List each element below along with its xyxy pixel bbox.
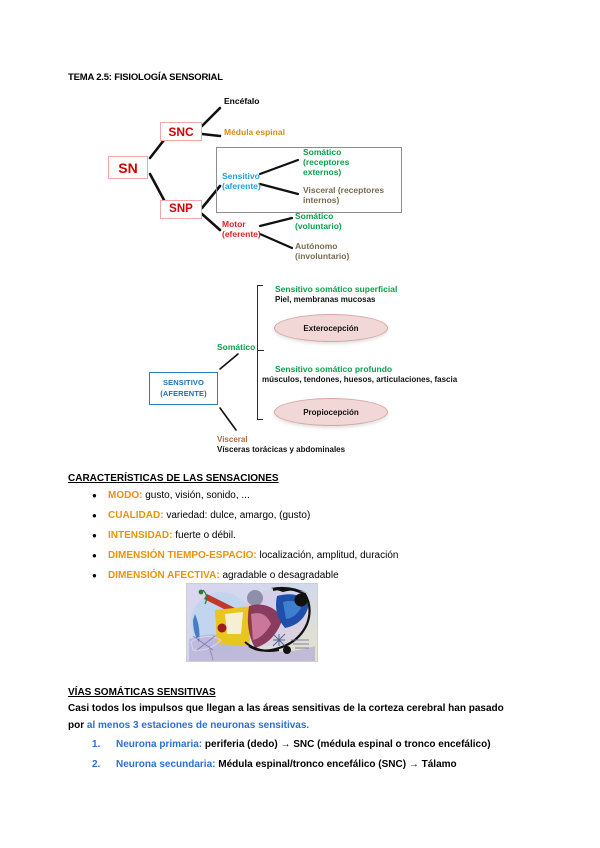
item-desc: gusto, visión, sonido, ... (142, 490, 250, 501)
item-desc: fuerte o débil. (172, 530, 236, 541)
node-snc: SNC (160, 122, 202, 141)
label-encefalo: Encéfalo (224, 96, 260, 106)
label-piel-membranas-mucosas: Piel, membranas mucosas (275, 295, 376, 304)
item-term: MODO: (108, 490, 143, 501)
diagram-sensory-afferent: SENSITIVO (AFERENTE) Somático Visceral V… (60, 280, 540, 465)
label-sensitivo-somatico-profundo: Sensitivo somático profundo (275, 364, 393, 374)
list-item: 2. Neurona secundaria: Médula espinal/tro… (92, 755, 566, 775)
label-somatico-receptores-externos: Somático (receptores externos) (303, 147, 350, 177)
kandinsky-painting-image (187, 584, 317, 661)
vias-intro-paragraph: Casi todos los impulsos que llegan a las… (68, 700, 518, 734)
diagram-2-connectors (219, 353, 239, 431)
label-sensitivo-line1: Sensitivo (222, 171, 260, 181)
diagram-1-sensory-box (216, 147, 402, 213)
item-desc: variedad: dulce, amargo, (gusto) (163, 510, 311, 521)
item-term: DIMENSIÓN AFECTIVA: (108, 570, 220, 581)
page-title: TEMA 2.5: FISIOLOGÍA SENSORIAL (68, 72, 223, 83)
list-item: 1. Neurona primaria: periferia (dedo) → S… (92, 735, 566, 755)
sensitivo-box-line1: SENSITIVO (163, 378, 204, 388)
diagram-2-brace-tick (257, 350, 264, 352)
heading-vias-somaticas: VÍAS SOMÁTICAS SENSITIVAS (68, 687, 216, 698)
vias-numbered-list: 1. Neurona primaria: periferia (dedo) → S… (88, 735, 566, 775)
label-motor-line1: Motor (222, 219, 246, 229)
caracteristicas-list: MODO: gusto, visión, sonido, ... CUALIDA… (84, 486, 528, 586)
list-item: DIMENSIÓN TIEMPO-ESPACIO: localización, … (92, 546, 528, 566)
item-desc: localización, amplitud, duración (256, 550, 399, 561)
diagram-1-connectors (148, 106, 300, 250)
label-sensitivo-somatico-superficial: Sensitivo somático superficial (275, 284, 398, 294)
label-somatico-ext-line3: externos) (303, 166, 342, 177)
list-item: DIMENSIÓN AFECTIVA: agradable o desagrad… (92, 566, 528, 586)
item-term: CUALIDAD: (108, 510, 164, 521)
label-somatico-ext-line1: Somático (303, 147, 342, 157)
label-visceral-int-line2: internos) (303, 194, 340, 205)
label-somatico-voluntario: Somático (voluntario) (295, 211, 342, 232)
label-musculos-tendones-huesos: músculos, tendones, huesos, articulacion… (262, 375, 458, 384)
vias-intro-text: Casi todos los impulsos que llegan a las… (68, 703, 504, 731)
label-autonomo-line1: Autónomo (295, 241, 338, 251)
label-sensitivo-line2: (aferente) (222, 180, 261, 191)
label-somatico-vol-line2: (voluntario) (295, 220, 342, 231)
heading-caracteristicas: CARACTERÍSTICAS DE LAS SENSACIONES (68, 473, 279, 484)
list-item: CUALIDAD: variedad: dulce, amargo, (gust… (92, 506, 528, 526)
item-desc: Médula espinal/tronco encefálico (SNC) →… (215, 759, 457, 770)
label-visceral-int-line1: Visceral (receptores (303, 185, 385, 195)
item-number: 2. (92, 759, 101, 770)
ellipse-propiocepcion: Propiocepción (274, 398, 388, 426)
kandinsky-painting-figure (186, 583, 318, 662)
item-number: 1. (92, 739, 101, 750)
diagram-nervous-system-divisions: SN SNC SNP Encéfalo Médula espinal Sensi… (60, 90, 540, 280)
label-motor-eferente: Motor (eferente) (222, 219, 261, 240)
label-somatico-ext-line2: (receptores (303, 156, 350, 167)
ellipse-exterocepcion: Exterocepción (274, 314, 388, 342)
diagram-2-brace (257, 285, 263, 420)
list-item: MODO: gusto, visión, sonido, ... (92, 486, 528, 506)
label-somatico-vol-line1: Somático (295, 211, 334, 221)
node-sn: SN (108, 156, 148, 179)
label-autonomo-line2: (involuntario) (295, 250, 350, 261)
item-term: Neurona secundaria: (116, 759, 216, 770)
sensitivo-box-line2: (AFERENTE) (160, 388, 207, 398)
label-visceral: Visceral (217, 435, 248, 444)
item-term: Neurona primaria: (116, 739, 203, 750)
vias-intro-highlight: al menos 3 estaciones de neuronas sensit… (86, 720, 310, 731)
list-item: INTENSIDAD: fuerte o débil. (92, 526, 528, 546)
label-visceras-toracicas: Vísceras torácicas y abdominales (217, 445, 346, 454)
label-visceral-receptores-internos: Visceral (receptores internos) (303, 185, 385, 206)
label-somatico: Somático (217, 342, 256, 352)
label-motor-line2: (eferente) (222, 228, 261, 239)
item-term: DIMENSIÓN TIEMPO-ESPACIO: (108, 550, 257, 561)
node-sensitivo-aferente: SENSITIVO (AFERENTE) (149, 372, 218, 405)
node-snp: SNP (160, 200, 202, 219)
label-sensitivo-aferente: Sensitivo (aferente) (222, 171, 261, 192)
item-desc: agradable o desagradable (219, 570, 339, 581)
item-desc: periferia (dedo) → SNC (médula espinal o… (202, 739, 491, 750)
label-medula-espinal: Médula espinal (224, 127, 285, 137)
item-term: INTENSIDAD: (108, 530, 173, 541)
label-autonomo-involuntario: Autónomo (involuntario) (295, 241, 350, 262)
